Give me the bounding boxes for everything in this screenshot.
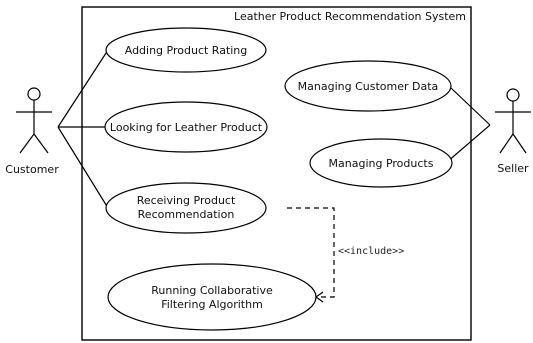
include-relation-line xyxy=(287,207,335,298)
assoc-seller-customer-data xyxy=(450,87,491,126)
assoc-seller-products xyxy=(446,124,491,163)
customer-left-leg-line xyxy=(19,133,35,154)
use-case-managing-customer-data: Managing Customer Data xyxy=(284,60,452,112)
use-case-oval xyxy=(105,182,267,234)
use-case-label: Managing Products xyxy=(329,157,434,170)
customer-label: Customer xyxy=(5,163,59,176)
seller-head-icon xyxy=(506,88,520,102)
include-label: <<include>> xyxy=(338,246,404,257)
assoc-customer-recommendation xyxy=(57,126,109,209)
use-case-label-line-2: Recommendation xyxy=(138,208,235,221)
system-title: Leather Product Recommendation System xyxy=(234,10,466,23)
seller-left-leg-line xyxy=(499,133,514,154)
assoc-customer-rating xyxy=(57,49,109,128)
use-case-adding-product-rating: Adding Product Rating xyxy=(105,27,267,73)
seller-label: Seller xyxy=(497,162,529,175)
use-case-managing-products: Managing Products xyxy=(309,138,453,188)
use-case-receiving-product-recommendation: Receiving Product Recommendation xyxy=(105,182,267,234)
use-case-oval xyxy=(105,27,267,73)
customer-right-leg-line xyxy=(33,133,49,154)
use-case-label-line-2: Filtering Algorithm xyxy=(161,298,263,311)
use-case-oval xyxy=(309,138,453,188)
use-case-looking-for-leather-product: Looking for Leather Product xyxy=(104,101,268,153)
use-case-oval xyxy=(284,60,452,112)
use-case-oval xyxy=(104,101,268,153)
use-case-oval xyxy=(107,263,317,331)
use-case-label: Managing Customer Data xyxy=(298,80,439,93)
use-case-label: Adding Product Rating xyxy=(125,44,248,57)
use-case-running-collaborative-filtering: Running Collaborative Filtering Algorith… xyxy=(107,263,317,331)
system-boundary xyxy=(81,6,472,341)
use-case-label-line-1: Running Collaborative xyxy=(151,284,273,297)
seller-right-leg-line xyxy=(512,133,527,154)
seller-actor xyxy=(495,88,531,154)
customer-actor xyxy=(16,87,52,154)
use-case-label-line-1: Receiving Product xyxy=(137,194,236,207)
use-case-label: Looking for Leather Product xyxy=(110,121,263,134)
customer-head-icon xyxy=(27,87,41,101)
